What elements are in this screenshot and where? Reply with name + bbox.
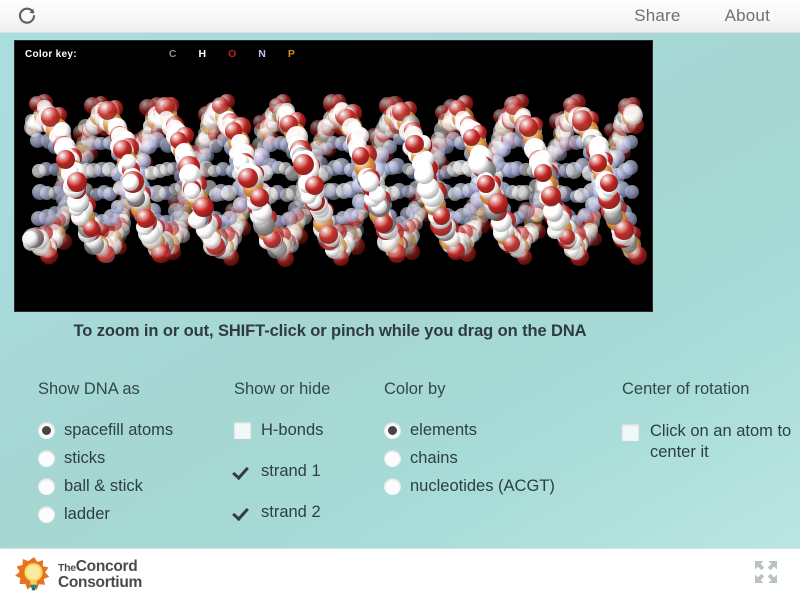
logo-line-one: TheConcord [58,559,142,575]
lightbulb-sunburst-logo-icon [15,556,53,594]
logo-consortium-text: Consortium [58,573,142,591]
radio-icon-elements[interactable] [384,422,401,439]
color-by-title: Color by [384,380,446,398]
fullscreen-button[interactable] [750,559,782,591]
checkbox-icon-strand-2[interactable] [234,504,251,521]
checkbox-label-center-on-atom: Click on an atom to center it [650,422,792,462]
checkbox-icon-strand-1[interactable] [234,463,251,480]
radio-icon-nucleotides[interactable] [384,478,401,495]
dna-molecule-render[interactable] [15,41,652,311]
reload-circular-arrow-icon [17,6,37,26]
logo-the-text: The [58,562,76,574]
radio-label-chains: chains [410,449,458,467]
radio-icon-sticks[interactable] [38,450,55,467]
top-bar-links: Share About [634,6,770,26]
reload-button[interactable] [14,3,40,29]
share-link[interactable]: Share [634,6,681,25]
checkbox-label-h-bonds: H-bonds [261,421,324,439]
dna-viewport[interactable]: Color key: C H O N P [14,40,653,312]
checkbox-label-strand-1: strand 1 [261,462,321,480]
fullscreen-expand-icon [751,557,781,592]
checkbox-label-strand-2: strand 2 [261,503,321,521]
about-link[interactable]: About [724,6,770,25]
radio-elements[interactable]: elements [384,421,555,440]
checkbox-icon-center-on-atom[interactable] [622,424,639,441]
show-or-hide-title: Show or hide [234,380,331,398]
radio-label-spacefill-atoms: spacefill atoms [64,421,174,439]
radio-label-ball-and-stick: ball & stick [64,477,143,495]
checkbox-strand-1[interactable]: strand 1 [234,462,330,481]
radio-ball-and-stick[interactable]: ball & stick [38,477,173,496]
radio-label-elements: elements [410,421,477,439]
show-dna-as-title: Show DNA as [38,380,140,398]
top-bar: Share About [0,0,800,33]
footer-bar: TheConcord Consortium [0,548,800,600]
radio-chains[interactable]: chains [384,449,555,468]
radio-nucleotides[interactable]: nucleotides (ACGT) [384,477,555,496]
controls-panel: Show DNA as spacefill atoms sticks ball … [0,380,800,535]
checkbox-icon-h-bonds[interactable] [234,422,251,439]
checkbox-strand-2[interactable]: strand 2 [234,503,330,522]
checkbox-center-on-atom[interactable]: Click on an atom to center it [622,421,792,463]
radio-spacefill-atoms[interactable]: spacefill atoms [38,421,173,440]
center-of-rotation-body: Click on an atom to center it [622,421,792,463]
radio-icon-ball-and-stick[interactable] [38,478,55,495]
logo-wordmark: TheConcord Consortium [58,559,142,590]
control-group-center-of-rotation: Center of rotation Click on an atom to c… [622,380,792,463]
radio-label-ladder: ladder [64,505,110,523]
radio-label-sticks: sticks [64,449,106,467]
radio-icon-chains[interactable] [384,450,401,467]
radio-icon-spacefill-atoms[interactable] [38,422,55,439]
center-of-rotation-title: Center of rotation [622,380,750,398]
logo-concord-text: Concord [75,558,138,575]
radio-icon-ladder[interactable] [38,506,55,523]
radio-sticks[interactable]: sticks [38,449,173,468]
control-group-show-dna-as: Show DNA as spacefill atoms sticks ball … [38,380,173,533]
concord-consortium-logo[interactable]: TheConcord Consortium [15,556,142,594]
radio-label-nucleotides: nucleotides (ACGT) [410,477,555,495]
control-group-show-or-hide: Show or hide H-bonds strand 1 strand 2 [234,380,330,544]
zoom-hint-text: To zoom in or out, SHIFT-click or pinch … [73,322,587,340]
radio-ladder[interactable]: ladder [38,505,173,524]
checkbox-h-bonds[interactable]: H-bonds [234,421,330,440]
control-group-color-by: Color by elements chains nucleotides (AC… [384,380,555,505]
